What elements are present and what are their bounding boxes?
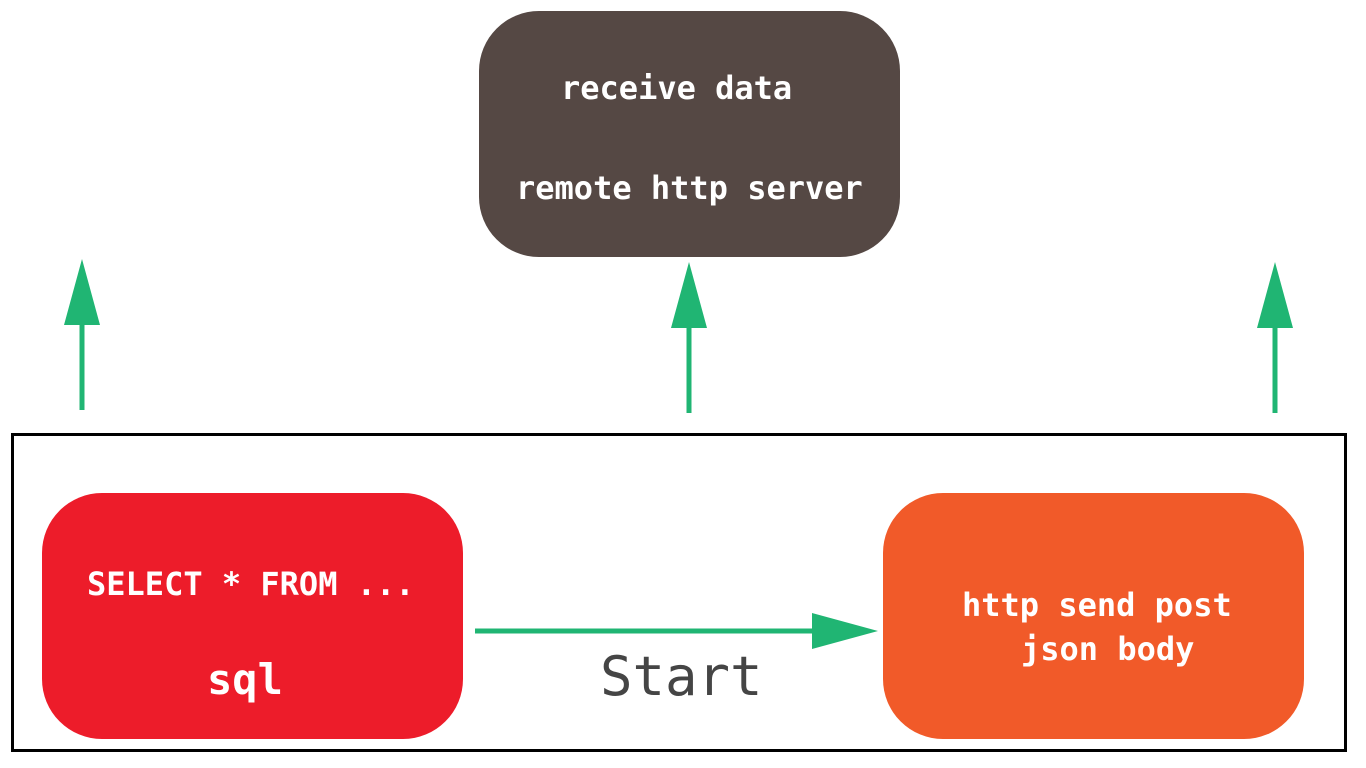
- http-body-text: json body: [1021, 630, 1195, 668]
- arrow-up-icon: [64, 259, 100, 410]
- http-send-text: http send post: [962, 586, 1232, 624]
- sql-box: SELECT * FROM ... sql: [42, 493, 463, 739]
- arrow-up-icon: [1257, 262, 1293, 413]
- arrow-right-icon: [475, 613, 878, 649]
- sql-label: sql: [207, 655, 283, 704]
- pipeline-frame: [11, 433, 1347, 752]
- remote-server-box: receive data remote http server: [479, 11, 900, 257]
- server-receive-text: receive data: [561, 69, 793, 107]
- server-name-text: remote http server: [516, 169, 863, 207]
- start-label: Start: [600, 645, 763, 708]
- http-send-box: http send post json body: [883, 493, 1304, 739]
- sql-query-text: SELECT * FROM ...: [87, 565, 415, 603]
- arrow-up-icon: [671, 262, 707, 413]
